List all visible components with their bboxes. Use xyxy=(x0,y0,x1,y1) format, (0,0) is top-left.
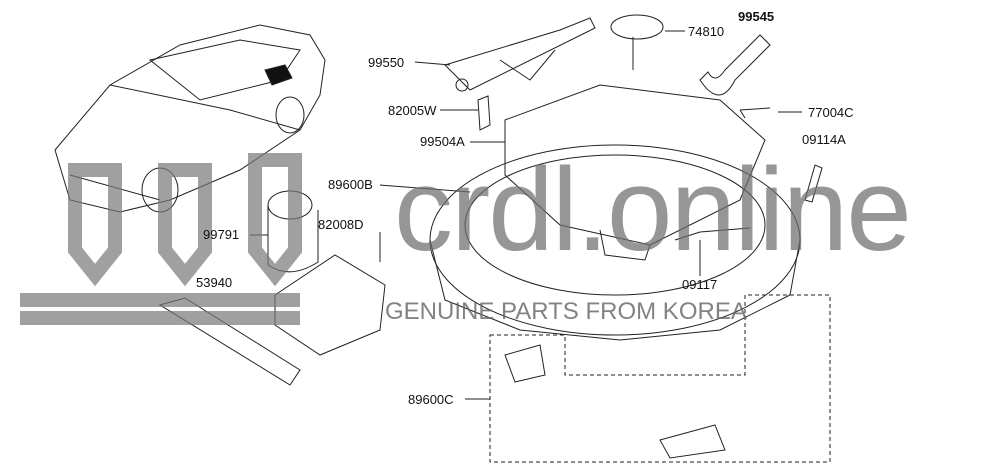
bracket-82005W xyxy=(477,95,491,131)
part-label-99504A[interactable]: 99504A xyxy=(420,134,465,149)
spanner-09114A xyxy=(804,164,823,203)
part-label-99791[interactable]: 99791 xyxy=(203,227,240,242)
part-label-99550[interactable]: 99550 xyxy=(368,55,405,70)
part-label-53940[interactable]: 53940 xyxy=(196,275,233,290)
part-label-99545[interactable]: 99545 xyxy=(738,9,775,24)
cover-piece-a xyxy=(504,344,546,383)
part-label-74810[interactable]: 74810 xyxy=(688,24,725,39)
watermark-tagline: GENUINE PARTS FROM KOREA xyxy=(385,298,747,325)
part-label-77004C[interactable]: 77004C xyxy=(808,105,854,120)
part-label-09114A[interactable]: 09114A xyxy=(802,132,846,147)
hook-77004C xyxy=(739,107,771,119)
cover-piece-b xyxy=(659,424,726,459)
tool-tray-99504A xyxy=(504,84,766,261)
cover-89600C-group xyxy=(489,294,831,463)
wheel-wrench-99545 xyxy=(699,34,771,96)
jack-99550 xyxy=(444,17,596,92)
hold-down-bolt-74810 xyxy=(610,14,664,70)
screwdriver-09117 xyxy=(674,227,751,241)
part-label-82005W[interactable]: 82005W xyxy=(388,103,437,118)
car-illustration xyxy=(54,24,326,213)
part-label-82008D[interactable]: 82008D xyxy=(318,217,364,232)
part-label-89600B[interactable]: 89600B xyxy=(328,177,373,192)
watermark-logo xyxy=(20,153,302,325)
part-label-09117[interactable]: 09117 xyxy=(682,277,718,292)
watermark-brand: crdl.online xyxy=(394,144,912,276)
part-label-89600C[interactable]: 89600C xyxy=(408,392,454,407)
